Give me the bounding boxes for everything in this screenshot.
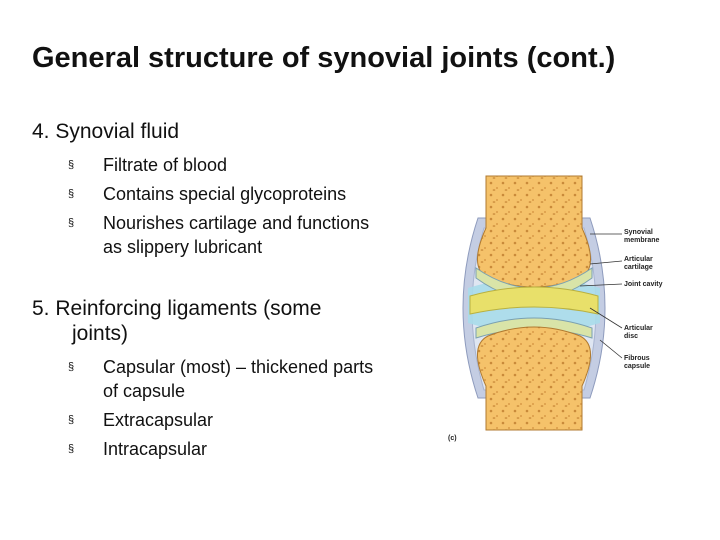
label-panel-c: (c) (448, 435, 457, 442)
leader-line (589, 260, 623, 265)
label-fibrous-capsule-1: Fibrous (624, 355, 650, 362)
label-articular-cartilage-1: Articular (624, 256, 653, 263)
list-item: §Nourishes cartilage and functions as sl… (68, 213, 370, 257)
list-item: §Intracapsular (68, 439, 208, 459)
label-synovial-membrane-1: Synovial (624, 229, 653, 236)
leader-line (599, 339, 623, 359)
slide-title: General structure of synovial joints (co… (32, 42, 616, 74)
list-item: §Contains special glycoproteins (68, 184, 347, 204)
lower-bone (477, 326, 591, 431)
label-articular-disc-2: disc (624, 333, 638, 340)
label-fibrous-capsule-2: capsule (624, 363, 650, 370)
section-heading-reinforcing-ligaments: 5. Reinforcing ligaments (some joints) (32, 296, 321, 346)
label-synovial-membrane-2: membrane (624, 237, 660, 244)
bullet-marker: § (68, 414, 75, 426)
leader-line (579, 283, 623, 287)
list-item: §Capsular (most) – thickened parts of ca… (68, 357, 374, 401)
ligaments-list: §Capsular (most) – thickened parts of ca… (68, 355, 393, 466)
articular-disc (469, 286, 599, 315)
bullet-marker: § (68, 217, 75, 229)
bullet-marker: § (68, 188, 75, 200)
label-articular-disc-1: Articular (624, 325, 653, 332)
bullet-marker: § (68, 159, 75, 171)
bullet-marker: § (68, 443, 75, 455)
section-heading-synovial-fluid: 4. Synovial fluid (32, 120, 180, 143)
label-joint-cavity: Joint cavity (624, 281, 663, 288)
joint-diagram: Synovial membrane Articular cartilage Jo… (448, 175, 663, 442)
label-articular-cartilage-2: cartilage (624, 264, 653, 271)
heading-line-1: 5. Reinforcing ligaments (some (32, 297, 322, 320)
bullet-marker: § (68, 361, 75, 373)
synovial-joint-illustration: Synovial membrane Articular cartilage Jo… (440, 168, 700, 448)
leader-line (589, 307, 623, 329)
heading-line-2: joints) (72, 322, 129, 345)
list-item: §Filtrate of blood (68, 155, 228, 175)
upper-bone (477, 175, 591, 288)
synovial-fluid-list: §Filtrate of blood §Contains special gly… (68, 153, 393, 264)
list-item: §Extracapsular (68, 410, 214, 430)
